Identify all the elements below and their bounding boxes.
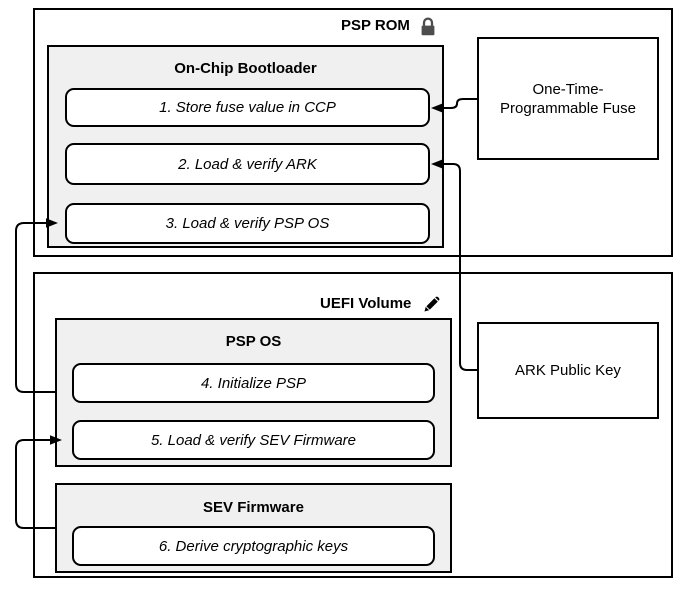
lock-icon: [420, 16, 436, 36]
pencil-icon: [424, 295, 441, 312]
step-4-initialize-psp: 4. Initialize PSP: [72, 363, 435, 403]
psp-rom-title: PSP ROM: [341, 17, 410, 34]
psp-os-title: PSP OS: [225, 333, 282, 350]
step-6-derive-cryptographic-keys: 6. Derive cryptographic keys: [72, 526, 435, 566]
step-1-store-fuse-value: 1. Store fuse value in CCP: [65, 88, 430, 127]
step-2-load-verify-ark: 2. Load & verify ARK: [65, 143, 430, 185]
ark-label: ARK Public Key: [515, 362, 621, 379]
sev-firmware-title: SEV Firmware: [203, 499, 304, 516]
one-time-programmable-fuse-box: One-Time- Programmable Fuse: [477, 37, 659, 160]
uefi-volume-title-row: UEFI Volume: [320, 294, 441, 313]
uefi-volume-title: UEFI Volume: [320, 295, 412, 312]
fuse-label-line-2: Programmable Fuse: [500, 99, 636, 117]
ark-public-key-box: ARK Public Key: [477, 322, 659, 419]
on-chip-bootloader-title: On-Chip Bootloader: [174, 60, 317, 77]
step-3-load-verify-psp-os: 3. Load & verify PSP OS: [65, 203, 430, 244]
step-5-load-verify-sev-firmware: 5. Load & verify SEV Firmware: [72, 420, 435, 460]
fuse-label-line-1: One-Time-: [532, 80, 604, 98]
psp-rom-title-row: PSP ROM: [341, 16, 436, 35]
